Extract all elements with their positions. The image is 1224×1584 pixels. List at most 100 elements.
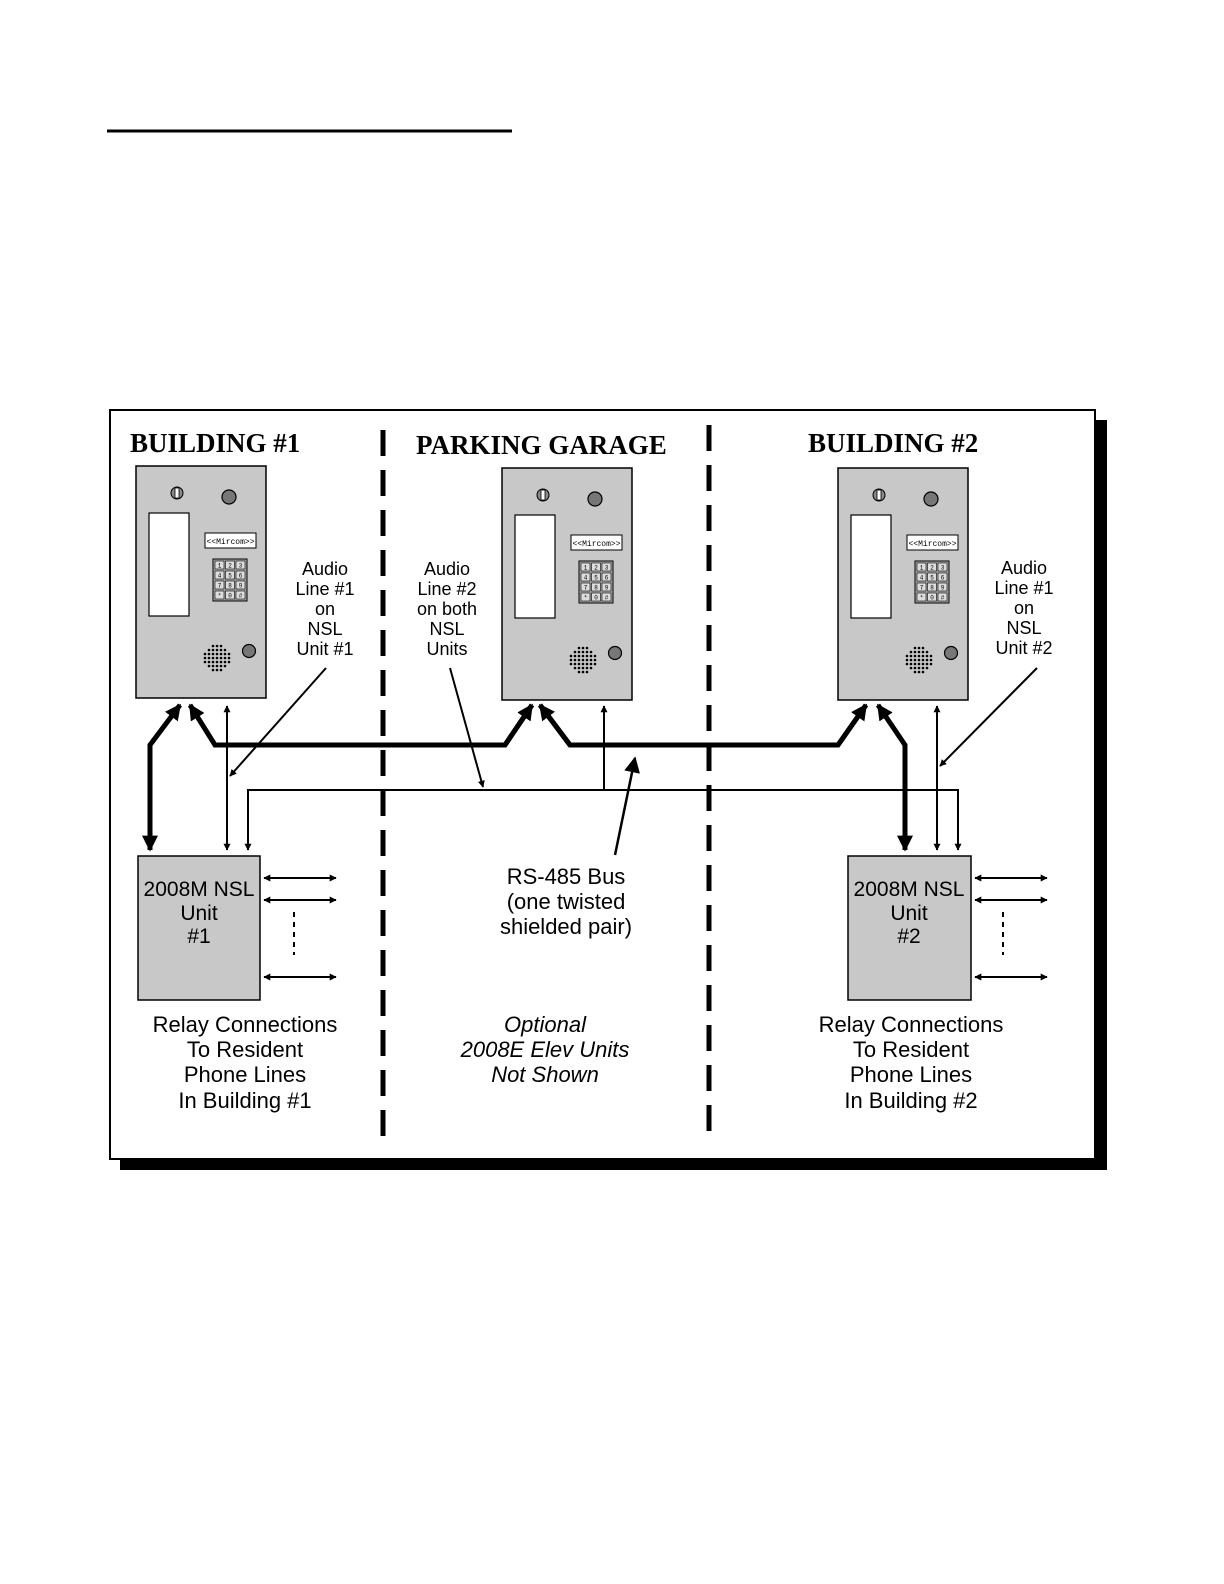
callout-audio-b2-line4: NSL [1006, 618, 1041, 638]
keypad-key-label: 1 [218, 562, 222, 569]
keypad-key [601, 582, 612, 592]
caption-relay-b2-line4: In Building #2 [844, 1088, 977, 1113]
caption-relay-b1-line3: Phone Lines [184, 1062, 306, 1087]
keypad-key-label: 2 [228, 562, 232, 569]
keypad-key [601, 592, 612, 602]
speaker-grille-icon [203, 644, 231, 672]
keypad-key [580, 562, 591, 572]
keypad-key-label: 6 [605, 574, 609, 581]
keypad-key [937, 572, 948, 582]
callout-audio-b2-line2: Line #1 [994, 578, 1053, 598]
keyhole-icon [174, 487, 180, 499]
keypad-key-label: * [920, 594, 924, 601]
callout-audio-b1-line1: Audio [302, 559, 348, 579]
keypad-key [937, 592, 948, 602]
keyhole-icon [540, 489, 546, 501]
callout-audio-garage-line5: Units [426, 639, 467, 659]
callout-rs485: RS-485 Bus (one twisted shielded pair) [500, 864, 632, 939]
callout-pointer-b1 [229, 667, 327, 777]
caption-optional-line1: Optional [504, 1012, 587, 1037]
keypad-key-label: 7 [218, 582, 222, 589]
keypad-key-label: 7 [920, 584, 924, 591]
call-button-icon [943, 645, 959, 661]
keypad-key [916, 562, 927, 572]
keypad-key [580, 592, 591, 602]
keypad-key-label: 9 [239, 582, 243, 589]
caption-optional-line2: 2008E Elev Units [460, 1037, 630, 1062]
keypad-key-label: 5 [930, 574, 934, 581]
caption-optional-line3: Not Shown [491, 1062, 599, 1087]
keypad-key-label: # [239, 592, 243, 599]
keypad-key-label: 3 [239, 562, 243, 569]
callout-audio-garage-line4: NSL [429, 619, 464, 639]
keypad-key [591, 592, 601, 602]
caption-relay-b1: Relay Connections To Resident Phone Line… [153, 1012, 338, 1113]
keypad-key [235, 560, 246, 570]
section-title-building1: BUILDING #1 [130, 428, 300, 458]
keypad-key [235, 590, 246, 600]
keypad-key [225, 590, 235, 600]
keypad-key [927, 572, 937, 582]
nsl-unit-2-box [847, 855, 972, 1001]
keypad-key-label: # [941, 594, 945, 601]
keypad-key [601, 572, 612, 582]
caption-relay-b2-line1: Relay Connections [819, 1012, 1004, 1037]
brand-display [570, 534, 623, 551]
section-title-garage: PARKING GARAGE [416, 430, 667, 460]
callout-audio-b2-line3: on [1014, 598, 1034, 618]
section-title-building2: BUILDING #2 [808, 428, 978, 458]
keypad-key-label: 0 [930, 594, 934, 601]
keypad-key [937, 562, 948, 572]
keypad-key [214, 590, 225, 600]
keypad-key [214, 560, 225, 570]
keypad-key-label: 8 [930, 584, 934, 591]
caption-relay-b1-line2: To Resident [187, 1037, 303, 1062]
camera-icon [587, 491, 603, 507]
callout-audio-garage-line1: Audio [424, 559, 470, 579]
call-button-icon [607, 645, 623, 661]
directory-window [148, 512, 190, 617]
keypad-key-label: * [584, 594, 588, 601]
keypad-key-label: # [605, 594, 609, 601]
keypad-key [580, 582, 591, 592]
callout-audio-garage-line3: on both [417, 599, 477, 619]
audio-line-b2-right [835, 703, 869, 747]
keypad-key [591, 582, 601, 592]
nsl-unit-1-name: 2008M NSL [144, 878, 255, 901]
keypad-key-label: 9 [605, 584, 609, 591]
nsl-unit-2-name: 2008M NSL [854, 878, 965, 901]
nsl-unit-1-box [137, 855, 261, 1001]
callout-audio-b1: Audio Line #1 on NSL Unit #1 [295, 559, 354, 659]
caption-relay-b2-line3: Phone Lines [850, 1062, 972, 1087]
callout-audio-garage: Audio Line #2 on both NSL Units [417, 559, 477, 659]
keypad-key [601, 562, 612, 572]
keypad-key-label: 1 [920, 564, 924, 571]
callout-rs485-line3: shielded pair) [500, 914, 632, 939]
audio-link-panel1-nsl1 [142, 703, 182, 852]
keypad-key-label: 8 [228, 582, 232, 589]
callout-audio-garage-line2: Line #2 [417, 579, 476, 599]
keypad-key-label: 8 [594, 584, 598, 591]
keypad-key [591, 562, 601, 572]
keypad-key [916, 572, 927, 582]
keypad-key [927, 562, 937, 572]
keypad-key-label: 9 [941, 584, 945, 591]
keyhole-icon [876, 489, 882, 501]
camera-icon [923, 491, 939, 507]
callout-pointer-rs485 [613, 756, 640, 856]
directory-window [514, 514, 556, 619]
brand-label: <<Mircom>> [572, 540, 620, 549]
callout-rs485-line1: RS-485 Bus [507, 864, 626, 889]
callout-audio-b1-line5: Unit #1 [296, 639, 353, 659]
brand-display [204, 532, 257, 549]
keypad-key-label: 4 [920, 574, 924, 581]
keypad-key-label: * [218, 592, 222, 599]
audio-line-garage-left [502, 703, 535, 747]
keypad-key [214, 570, 225, 580]
keypad-key-label: 4 [584, 574, 588, 581]
speaker-grille-icon [569, 646, 597, 674]
